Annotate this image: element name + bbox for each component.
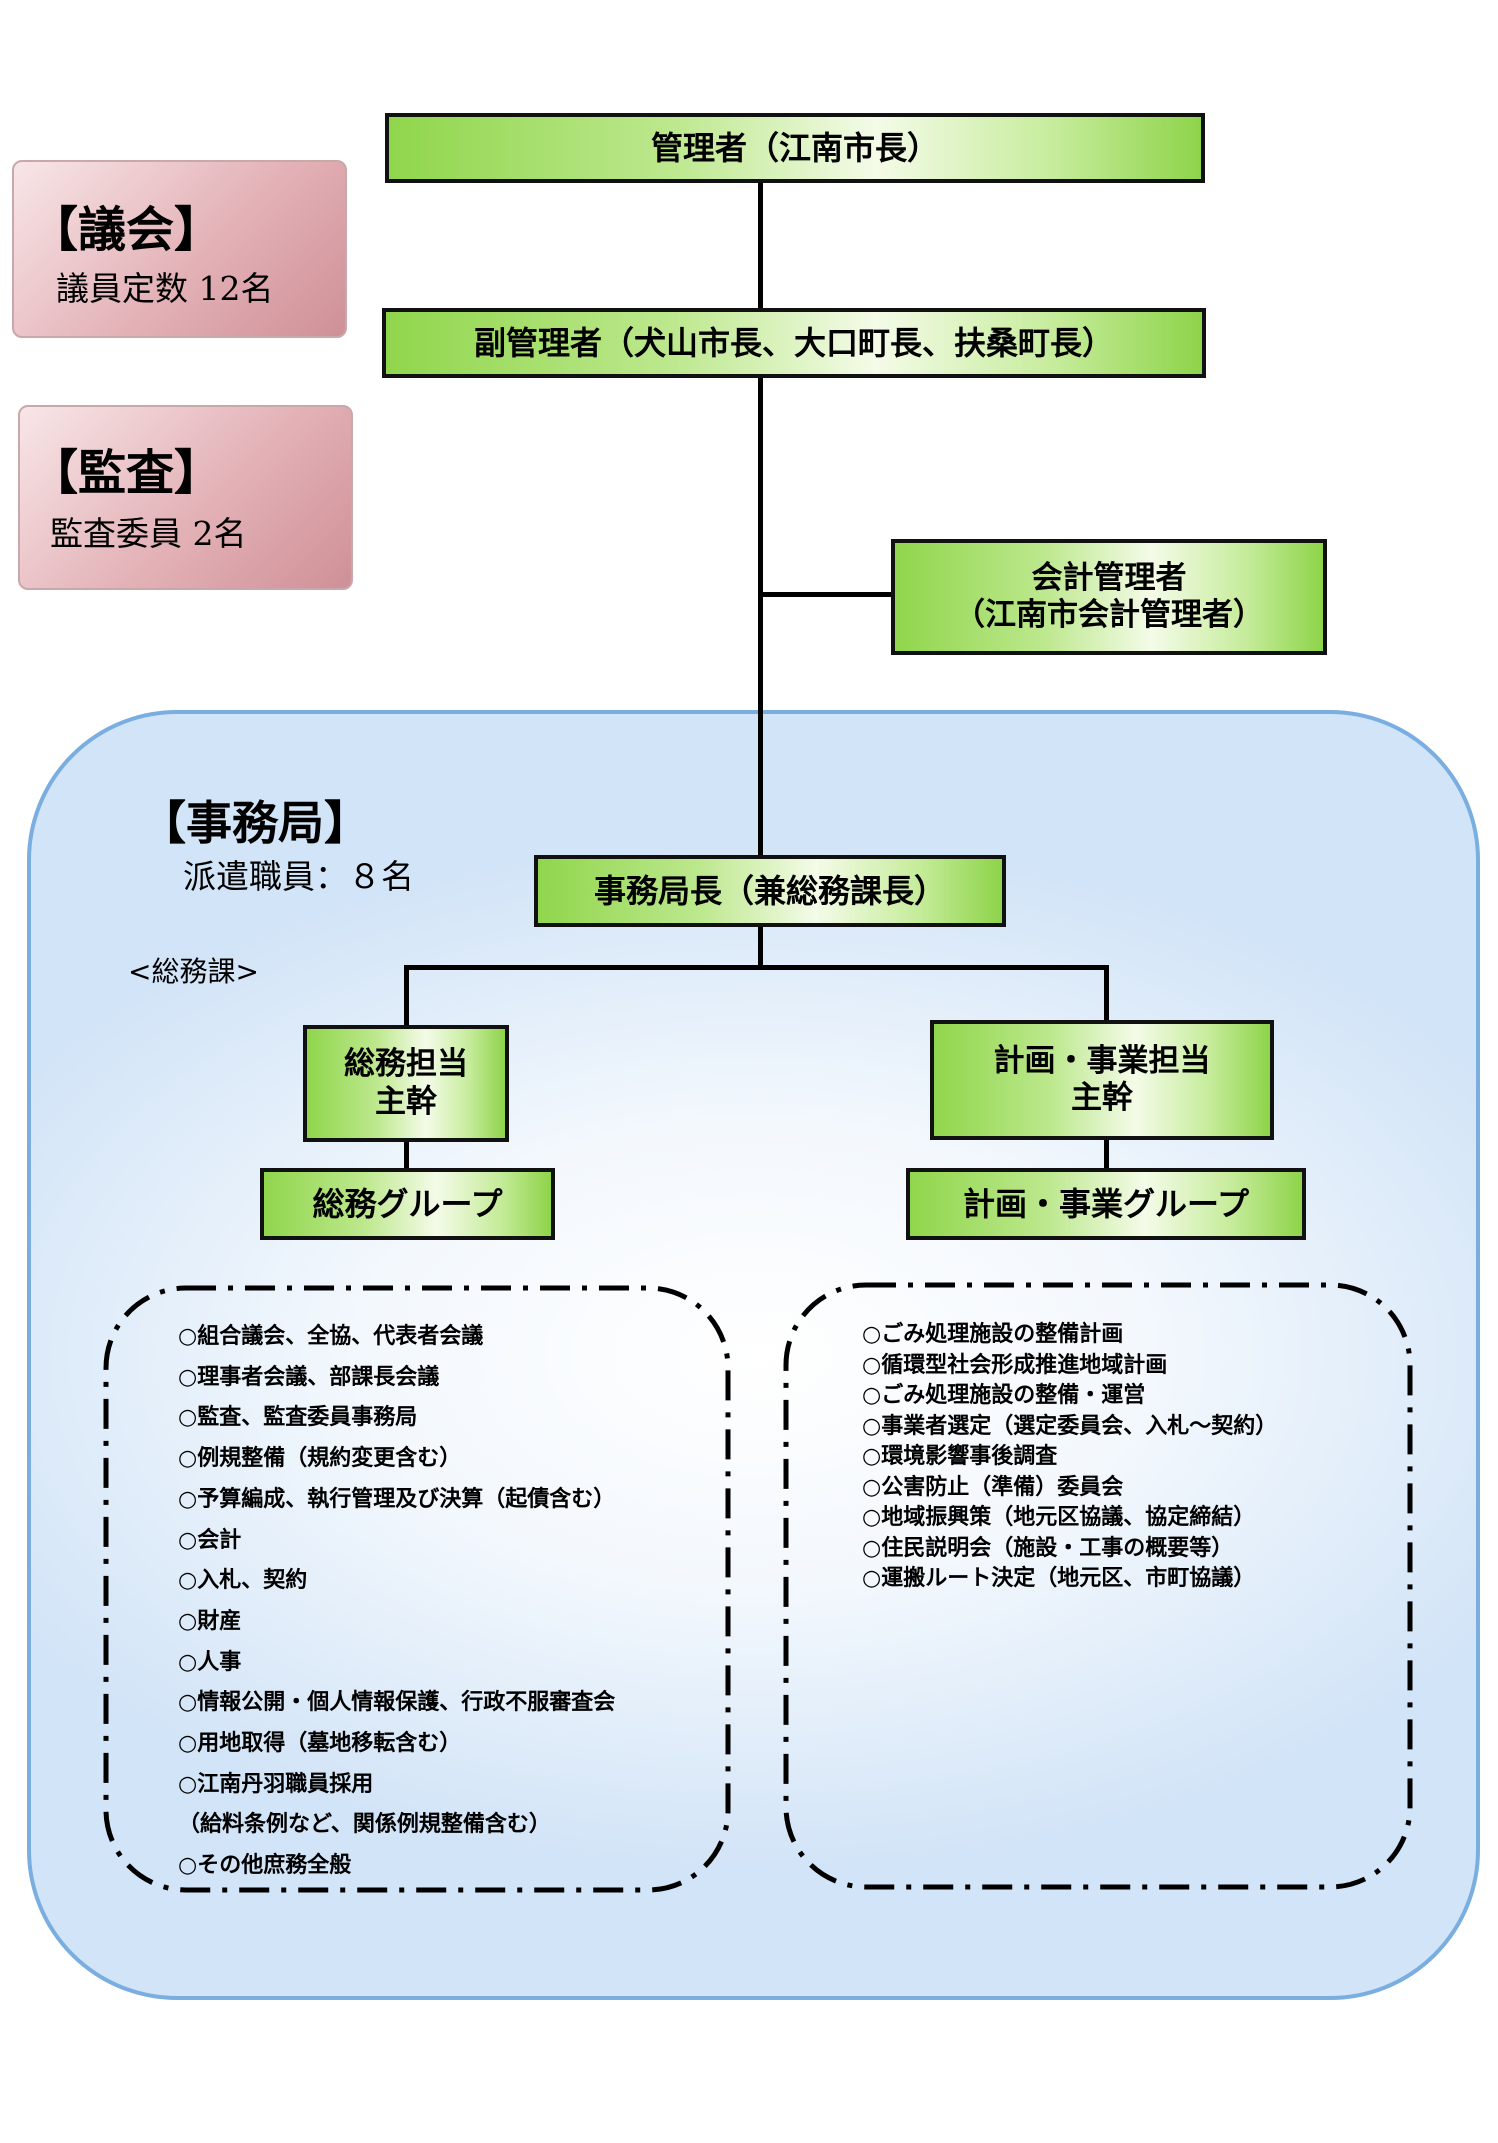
connector-accounting [760,592,895,597]
duty-item: ○江南丹羽職員採用 [178,1771,374,1797]
planning-group-box: 計画・事業グループ [906,1168,1306,1240]
connector-left-group [404,1140,409,1170]
duty-item: ○入札、契約 [178,1568,308,1594]
general-affairs-group-box: 総務グループ [260,1168,555,1240]
duty-item: ○公害防止（準備）委員会 [862,1474,1124,1500]
accounting-manager-subtitle: （江南市会計管理者） [954,597,1264,633]
duty-item: ○循環型社会形成推進地域計画 [862,1352,1168,1378]
connector-left-branch [404,965,409,1027]
administrator-label: 管理者（江南市長） [650,128,939,167]
bureau-director-label: 事務局長（兼総務課長） [593,871,946,910]
bureau-title: 【事務局】 [140,796,370,850]
audit-title: 【監査】 [30,445,223,501]
vice-administrator-box: 副管理者（犬山市長、大口町長、扶桑町長） [382,308,1206,378]
connector-right-group [1104,1140,1109,1170]
duty-item: ○地域振興策（地元区協議、協定締結） [862,1505,1256,1530]
general-affairs-duty-list: ○組合議会、全協、代表者会議 ○理事者会議、部課長会議 ○監査、監査委員事務局 … [178,1317,615,1887]
section-label-general-affairs: <総務課> [128,955,259,988]
duty-item: ○人事 [178,1649,242,1675]
general-affairs-duties-frame [103,1285,731,1893]
accounting-manager-box: 会計管理者 （江南市会計管理者） [891,539,1327,655]
planning-chief-title: 計画・事業担当 [993,1042,1211,1079]
planning-chief-box: 計画・事業担当 主幹 [930,1020,1274,1140]
audit-box: 【監査】 監査委員 2名 [18,405,353,590]
duty-item: ○理事者会議、部課長会議 [178,1364,440,1390]
bureau-director-box: 事務局長（兼総務課長） [534,855,1006,927]
council-detail: 議員定数 12名 [56,269,274,308]
general-affairs-group-label: 総務グループ [312,1184,503,1223]
planning-duty-list: ○ごみ処理施設の整備計画 ○循環型社会形成推進地域計画 ○ごみ処理施設の整備・運… [862,1320,1277,1595]
bureau-staff-count: 派遣職員：８名 [183,857,414,896]
audit-detail: 監査委員 2名 [50,514,247,553]
vice-administrator-label: 副管理者（犬山市長、大口町長、扶桑町長） [473,323,1114,362]
duty-item: ○用地取得（墓地移転含む） [178,1731,462,1757]
connector-main-vertical [758,182,763,862]
connector-director-down [758,925,763,969]
general-affairs-chief-title: 総務担当 [344,1046,468,1083]
planning-duties-frame [783,1282,1413,1890]
duty-item: ○ごみ処理施設の整備・運営 [862,1383,1146,1408]
duty-item: ○その他庶務全般 [178,1853,352,1879]
duty-item: ○監査、監査委員事務局 [178,1405,418,1431]
council-box: 【議会】 議員定数 12名 [12,160,347,338]
planning-group-label: 計画・事業グループ [962,1184,1250,1223]
duty-item: （給料条例など、関係例規整備含む） [178,1812,551,1838]
duty-item: ○運搬ルート決定（地元区、市町協議） [862,1566,1256,1591]
duty-item: ○例規整備（規約変更含む） [178,1446,462,1472]
general-affairs-chief-box: 総務担当 主幹 [303,1025,509,1142]
duty-item: ○会計 [178,1527,242,1553]
duty-item: ○予算編成、執行管理及び決算（起債含む） [178,1486,616,1512]
duty-item: ○環境影響事後調査 [862,1444,1058,1469]
general-affairs-chief-rank: 主幹 [375,1083,437,1120]
duty-item: ○財産 [178,1608,242,1634]
council-title: 【議会】 [30,202,223,258]
connector-right-branch [1104,965,1109,1027]
duty-item: ○情報公開・個人情報保護、行政不服審査会 [178,1690,616,1716]
accounting-manager-title: 会計管理者 [1031,559,1187,596]
duty-item: ○事業者選定（選定委員会、入札～契約） [862,1413,1278,1439]
administrator-box: 管理者（江南市長） [385,113,1205,183]
duty-item: ○住民説明会（施設・工事の概要等） [862,1535,1234,1561]
duty-item: ○ごみ処理施設の整備計画 [862,1322,1124,1347]
duty-item: ○組合議会、全協、代表者会議 [178,1324,484,1349]
connector-branch [404,965,1109,970]
planning-chief-rank: 主幹 [1071,1080,1133,1116]
